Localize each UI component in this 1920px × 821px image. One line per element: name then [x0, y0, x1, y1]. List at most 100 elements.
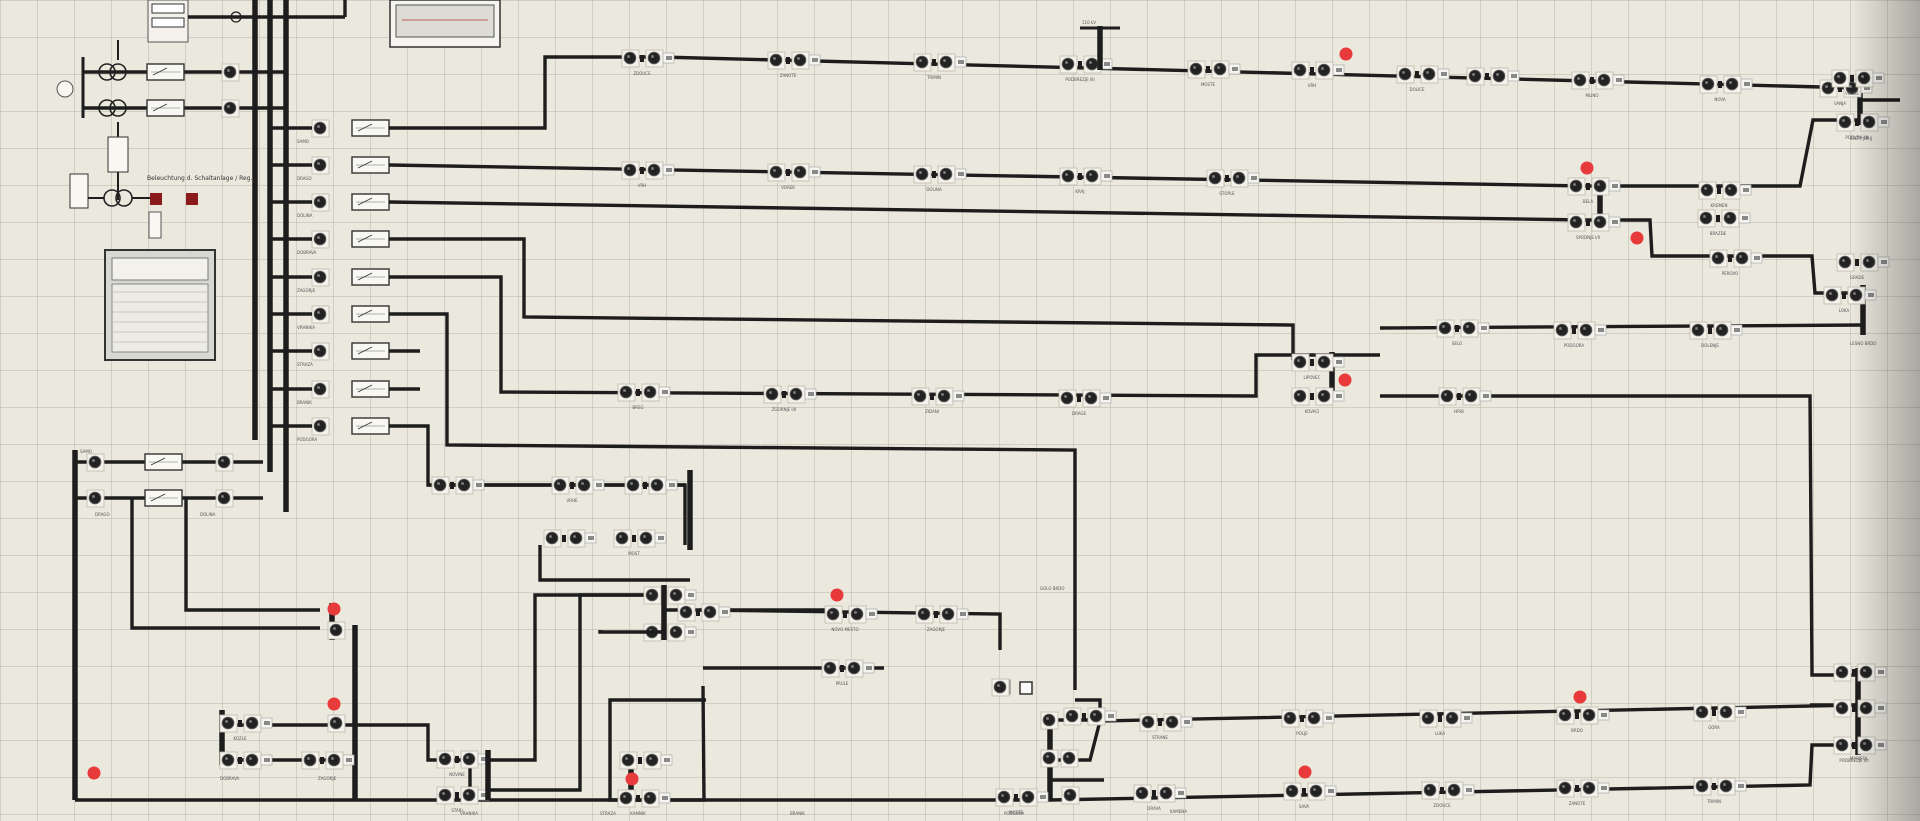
breaker-knob[interactable]: [669, 625, 683, 639]
breaker-knob[interactable]: [643, 791, 657, 805]
disconnector-knob[interactable]: [645, 588, 659, 602]
breaker-knob[interactable]: [313, 419, 327, 433]
breaker-knob[interactable]: [217, 455, 231, 469]
disconnector-knob[interactable]: [1835, 665, 1849, 679]
breaker-knob[interactable]: [1422, 67, 1436, 81]
breaker-knob[interactable]: [329, 623, 343, 637]
breaker-knob[interactable]: [941, 607, 955, 621]
disconnector-knob[interactable]: [823, 661, 837, 675]
disconnector-knob[interactable]: [1821, 81, 1835, 95]
breaker-knob[interactable]: [647, 163, 661, 177]
breaker-knob[interactable]: [1724, 183, 1738, 197]
disconnector-knob[interactable]: [433, 478, 447, 492]
disconnector-knob[interactable]: [769, 165, 783, 179]
breaker-knob[interactable]: [939, 167, 953, 181]
breaker-knob[interactable]: [1593, 179, 1607, 193]
disconnector-knob[interactable]: [438, 788, 452, 802]
breaker-knob[interactable]: [462, 752, 476, 766]
disconnector-knob[interactable]: [621, 753, 635, 767]
breaker-knob[interactable]: [1462, 321, 1476, 335]
disconnector-knob[interactable]: [826, 607, 840, 621]
breaker-knob[interactable]: [1089, 709, 1103, 723]
breaker-knob[interactable]: [1464, 389, 1478, 403]
breaker-knob[interactable]: [1042, 751, 1056, 765]
breaker-knob[interactable]: [639, 531, 653, 545]
disconnector-knob[interactable]: [1695, 779, 1709, 793]
disconnector-knob[interactable]: [438, 752, 452, 766]
breaker-knob[interactable]: [847, 661, 861, 675]
disconnector-knob[interactable]: [1061, 169, 1075, 183]
disconnector-knob[interactable]: [1438, 321, 1452, 335]
disconnector-knob[interactable]: [1293, 355, 1307, 369]
breaker-knob[interactable]: [937, 389, 951, 403]
breaker-knob[interactable]: [329, 716, 343, 730]
breaker-knob[interactable]: [1085, 169, 1099, 183]
breaker-knob[interactable]: [1859, 665, 1873, 679]
disconnector-knob[interactable]: [1141, 715, 1155, 729]
breaker-knob[interactable]: [1492, 69, 1506, 83]
disconnector-knob[interactable]: [619, 791, 633, 805]
breaker-knob[interactable]: [1719, 779, 1733, 793]
breaker-knob[interactable]: [793, 53, 807, 67]
breaker-knob[interactable]: [1021, 790, 1035, 804]
disconnector-knob[interactable]: [1293, 63, 1307, 77]
disconnector-knob[interactable]: [545, 531, 559, 545]
disconnector-knob[interactable]: [1423, 783, 1437, 797]
breaker-knob[interactable]: [457, 478, 471, 492]
breaker-knob[interactable]: [1213, 62, 1227, 76]
disconnector-knob[interactable]: [1558, 708, 1572, 722]
disconnector-knob[interactable]: [221, 753, 235, 767]
breaker-knob[interactable]: [577, 478, 591, 492]
disconnector-knob[interactable]: [1398, 67, 1412, 81]
breaker-knob[interactable]: [1042, 713, 1056, 727]
disconnector-knob[interactable]: [765, 387, 779, 401]
breaker-knob[interactable]: [643, 385, 657, 399]
disconnector-knob[interactable]: [221, 716, 235, 730]
breaker-knob[interactable]: [1582, 781, 1596, 795]
disconnector-knob[interactable]: [1691, 323, 1705, 337]
breaker-knob[interactable]: [88, 491, 102, 505]
breaker-knob[interactable]: [462, 788, 476, 802]
breaker-knob[interactable]: [1859, 701, 1873, 715]
breaker-knob[interactable]: [245, 753, 259, 767]
breaker-knob[interactable]: [650, 478, 664, 492]
disconnector-knob[interactable]: [1835, 701, 1849, 715]
breaker-knob[interactable]: [1735, 251, 1749, 265]
breaker-knob[interactable]: [1445, 711, 1459, 725]
breaker-knob[interactable]: [789, 387, 803, 401]
breaker-knob[interactable]: [1857, 71, 1871, 85]
disconnector-knob[interactable]: [915, 55, 929, 69]
breaker-knob[interactable]: [88, 455, 102, 469]
breaker-knob[interactable]: [793, 165, 807, 179]
breaker-knob[interactable]: [1582, 708, 1596, 722]
breaker-knob[interactable]: [1862, 255, 1876, 269]
disconnector-knob[interactable]: [1695, 705, 1709, 719]
disconnector-knob[interactable]: [679, 605, 693, 619]
disconnector-knob[interactable]: [1833, 71, 1847, 85]
breaker-knob[interactable]: [313, 121, 327, 135]
breaker-knob[interactable]: [1063, 788, 1077, 802]
disconnector-knob[interactable]: [303, 753, 317, 767]
breaker-knob[interactable]: [327, 753, 341, 767]
disconnector-knob[interactable]: [1558, 781, 1572, 795]
disconnector-knob[interactable]: [623, 51, 637, 65]
disconnector-knob[interactable]: [1711, 251, 1725, 265]
breaker-knob[interactable]: [1165, 715, 1179, 729]
disconnector-knob[interactable]: [1569, 179, 1583, 193]
disconnector-knob[interactable]: [1293, 389, 1307, 403]
disconnector-knob[interactable]: [1065, 709, 1079, 723]
disconnector-knob[interactable]: [1189, 62, 1203, 76]
breaker-knob[interactable]: [223, 101, 237, 115]
breaker-knob[interactable]: [569, 531, 583, 545]
disconnector-knob[interactable]: [623, 163, 637, 177]
breaker-knob[interactable]: [1085, 57, 1099, 71]
disconnector-knob[interactable]: [997, 790, 1011, 804]
breaker-knob[interactable]: [1232, 171, 1246, 185]
disconnector-knob[interactable]: [1421, 711, 1435, 725]
breaker-knob[interactable]: [647, 51, 661, 65]
breaker-knob[interactable]: [1317, 389, 1331, 403]
breaker-knob[interactable]: [1159, 786, 1173, 800]
breaker-knob[interactable]: [217, 491, 231, 505]
breaker-knob[interactable]: [1317, 63, 1331, 77]
disconnector-knob[interactable]: [1569, 215, 1583, 229]
